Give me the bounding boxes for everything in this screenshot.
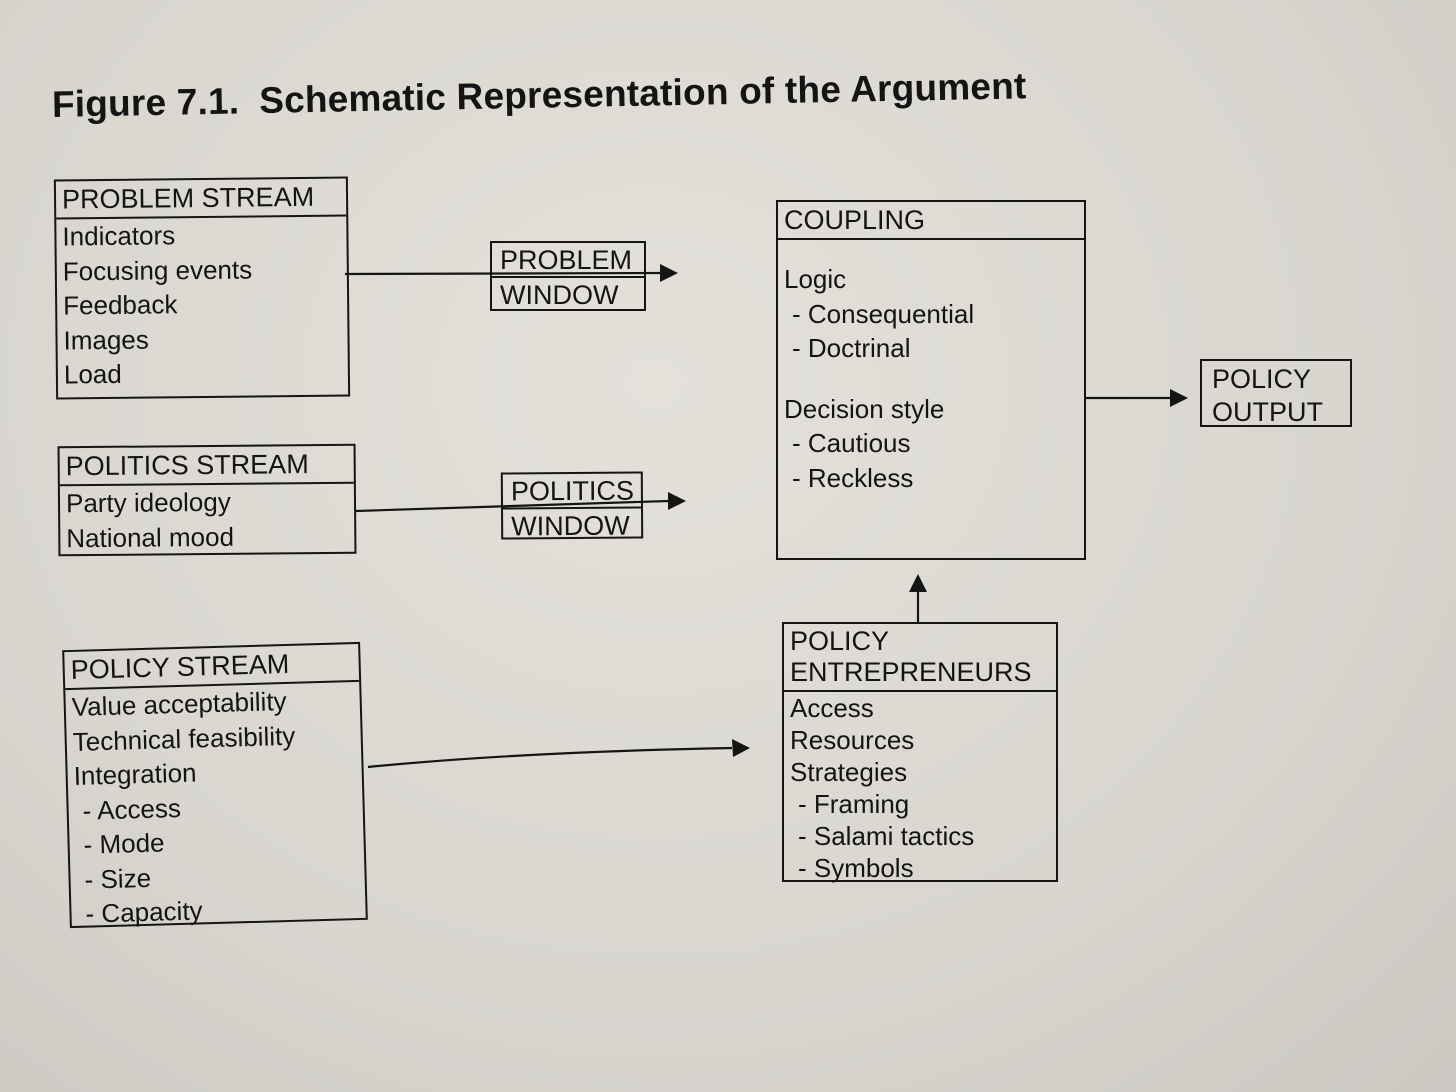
coupling-style-item: - Reckless bbox=[792, 462, 914, 493]
arrowhead-icon bbox=[660, 264, 678, 282]
problem-to-coupling-arrow-line bbox=[344, 271, 661, 276]
policy-to-entrepreneurs-arrow-line bbox=[367, 746, 733, 769]
policy-entrepreneurs-heading: POLICY ENTREPRENEURS bbox=[784, 624, 1056, 692]
problem-window-line2: WINDOW bbox=[492, 276, 644, 311]
coupling-logic-item: - Doctrinal bbox=[792, 333, 911, 363]
arrowhead-icon bbox=[668, 492, 686, 510]
problem-window-line1: PROBLEM bbox=[500, 245, 633, 275]
coupling-logic-label: Logic bbox=[784, 264, 847, 294]
policy-output-box: POLICY OUTPUT bbox=[1200, 359, 1352, 427]
policy-entrepreneurs-subitem: - Framing bbox=[798, 789, 910, 819]
policy-entrepreneurs-item: Access bbox=[790, 693, 874, 723]
policy-entrepreneurs-subitem: - Symbols bbox=[798, 853, 914, 883]
policy-entrepreneurs-subitem: - Salami tactics bbox=[798, 821, 975, 851]
arrowhead-icon bbox=[1170, 389, 1188, 407]
coupling-style-label: Decision style bbox=[784, 393, 945, 424]
problem-window-box: PROBLEM WINDOW bbox=[490, 241, 646, 311]
policy-entrepreneurs-item: Resources bbox=[790, 725, 915, 755]
arrowhead-icon bbox=[732, 739, 750, 757]
policy-entrepreneurs-box: POLICY ENTREPRENEURS Access Resources St… bbox=[782, 622, 1058, 883]
arrowhead-icon bbox=[909, 574, 927, 592]
coupling-style-item: - Cautious bbox=[792, 428, 911, 458]
policy-entrepreneurs-heading-line1: POLICY bbox=[790, 626, 890, 656]
coupling-heading: COUPLING bbox=[778, 202, 1084, 240]
coupling-logic-item: - Consequential bbox=[792, 298, 975, 329]
policy-entrepreneurs-item: Strategies bbox=[790, 757, 908, 787]
policy-output-line1: POLICY bbox=[1212, 364, 1312, 394]
coupling-box: COUPLING Logic - Consequential - Doctrin… bbox=[776, 200, 1086, 560]
policy-entrepreneurs-heading-line2: ENTREPRENEURS bbox=[790, 657, 1032, 687]
politics-to-coupling-arrow-line bbox=[355, 499, 669, 513]
policy-output-line2: OUTPUT bbox=[1212, 397, 1323, 427]
